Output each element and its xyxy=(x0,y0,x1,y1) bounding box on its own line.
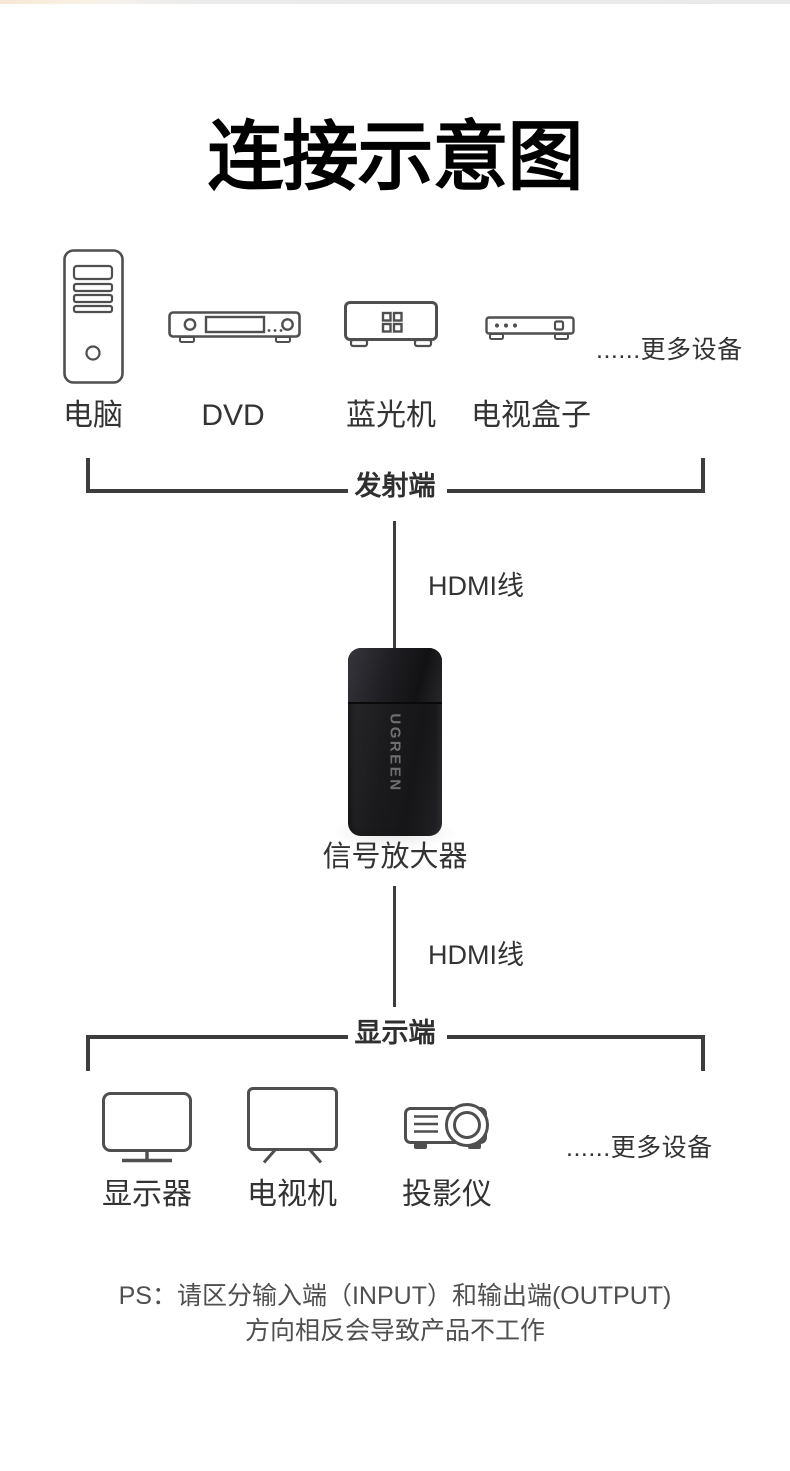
device-label-monitor: 显示器 xyxy=(102,1178,192,1211)
amplifier-label: 信号放大器 xyxy=(322,841,468,873)
amplifier-brand-text: UGREEN xyxy=(386,713,404,793)
computer-tower-icon xyxy=(63,249,124,384)
device-label-television: 电视机 xyxy=(247,1178,337,1211)
top-accent-strip xyxy=(0,0,790,4)
tv-box-icon xyxy=(485,316,575,341)
display-bracket-line-right xyxy=(447,1035,705,1039)
display-bracket-line-left xyxy=(86,1035,348,1039)
bluray-player-icon xyxy=(344,301,438,349)
ps-note-line2: 方向相反会导致产品不工作 xyxy=(244,1317,545,1345)
device-label-projector: 投影仪 xyxy=(402,1178,492,1211)
television-icon xyxy=(247,1087,338,1164)
monitor-icon xyxy=(102,1092,192,1164)
source-bracket-line-right xyxy=(447,489,705,493)
device-label-tvbox: 电视盒子 xyxy=(471,399,591,432)
amplifier-top-cap xyxy=(348,648,442,704)
source-bracket-left-arm xyxy=(86,458,90,493)
page-title: 连接示意图 xyxy=(207,115,584,200)
signal-amplifier-device: UGREEN xyxy=(348,648,442,836)
display-bracket-label: 显示端 xyxy=(354,1018,436,1048)
hdmi-cable-top-line xyxy=(393,521,396,650)
more-display-devices-text: ......更多设备 xyxy=(566,1134,713,1162)
hdmi-cable-bottom-line xyxy=(393,886,396,1007)
more-source-devices-text: ......更多设备 xyxy=(596,336,743,364)
device-label-computer: 电脑 xyxy=(63,399,123,432)
display-bracket-right-arm xyxy=(701,1035,705,1071)
device-label-dvd: DVD xyxy=(201,399,265,432)
source-bracket-label: 发射端 xyxy=(354,471,436,501)
source-bracket-line-left xyxy=(86,489,348,493)
projector-icon xyxy=(404,1100,492,1152)
dvd-player-icon xyxy=(168,311,301,344)
ps-note-line1: PS：请区分输入端（INPUT）和输出端(OUTPUT) xyxy=(118,1282,672,1310)
hdmi-cable-bottom-label: HDMI线 xyxy=(428,940,524,970)
hdmi-cable-top-label: HDMI线 xyxy=(428,571,524,601)
source-bracket-right-arm xyxy=(701,458,705,493)
display-bracket-left-arm xyxy=(86,1035,90,1071)
device-label-bluray: 蓝光机 xyxy=(346,399,436,432)
